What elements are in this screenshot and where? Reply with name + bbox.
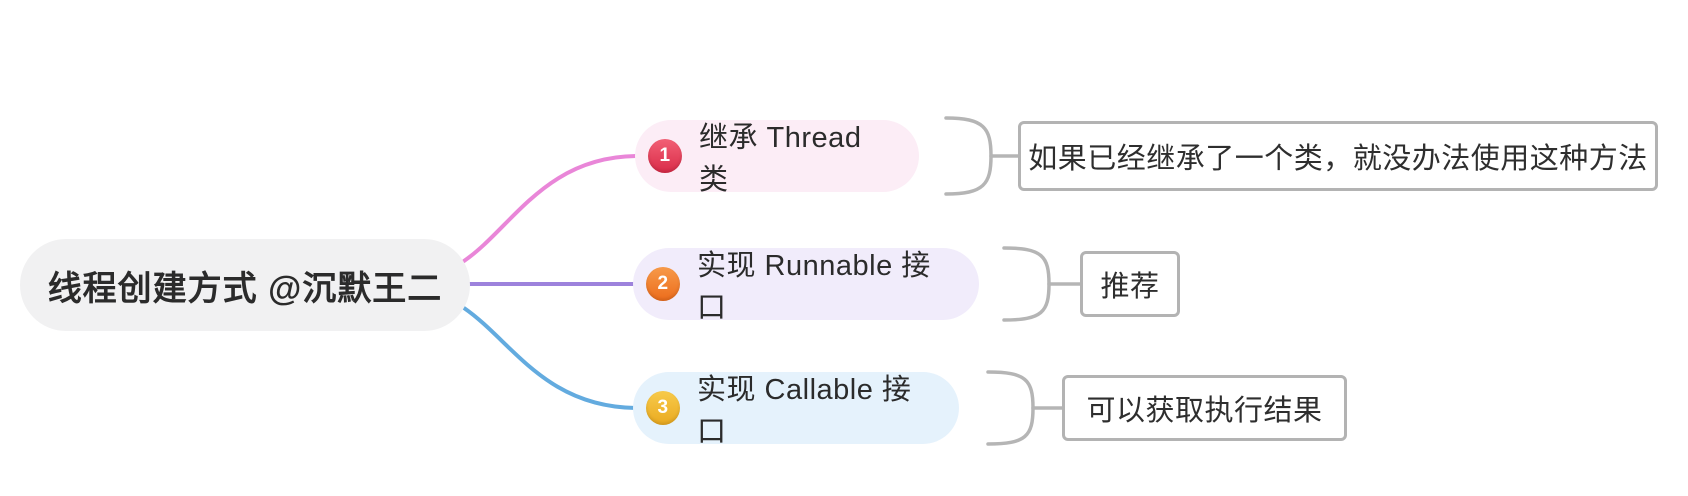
branch-topic-1[interactable]: 1 继承 Thread 类 — [635, 120, 919, 196]
badge-number: 1 — [659, 145, 671, 166]
branch-topic-2[interactable]: 2 实现 Runnable 接口 — [633, 248, 979, 324]
branch-line-1 — [462, 154, 640, 263]
numbered-badge-2: 2 — [646, 267, 680, 301]
root-topic[interactable]: 线程创建方式 @沉默王二 — [20, 239, 470, 331]
summary-note-2[interactable]: 推荐 — [1080, 251, 1180, 317]
branch-topic-label: 继承 Thread 类 — [699, 122, 862, 196]
branch-topic-label: 实现 Callable 接口 — [697, 374, 912, 448]
branch-line-3 — [462, 306, 640, 410]
numbered-badge-3: 3 — [646, 391, 680, 425]
branch-topic-label: 实现 Runnable 接口 — [697, 250, 931, 324]
summary-bracket-2 — [1002, 246, 1051, 322]
summary-bracket-3 — [986, 370, 1035, 446]
summary-bracket-1 — [944, 116, 993, 196]
summary-note-label: 推荐 — [1100, 271, 1160, 303]
summary-note-1[interactable]: 如果已经继承了一个类，就没办法使用这种方法 — [1018, 121, 1658, 191]
badge-number: 2 — [657, 273, 669, 294]
summary-note-label: 如果已经继承了一个类，就没办法使用这种方法 — [1028, 143, 1648, 175]
branch-topic-3[interactable]: 3 实现 Callable 接口 — [633, 372, 959, 448]
summary-note-label: 可以获取执行结果 — [1086, 395, 1323, 427]
summary-note-3[interactable]: 可以获取执行结果 — [1062, 375, 1347, 441]
badge-number: 3 — [657, 397, 669, 418]
root-topic-label: 线程创建方式 @沉默王二 — [47, 269, 443, 308]
numbered-badge-1: 1 — [648, 139, 682, 173]
